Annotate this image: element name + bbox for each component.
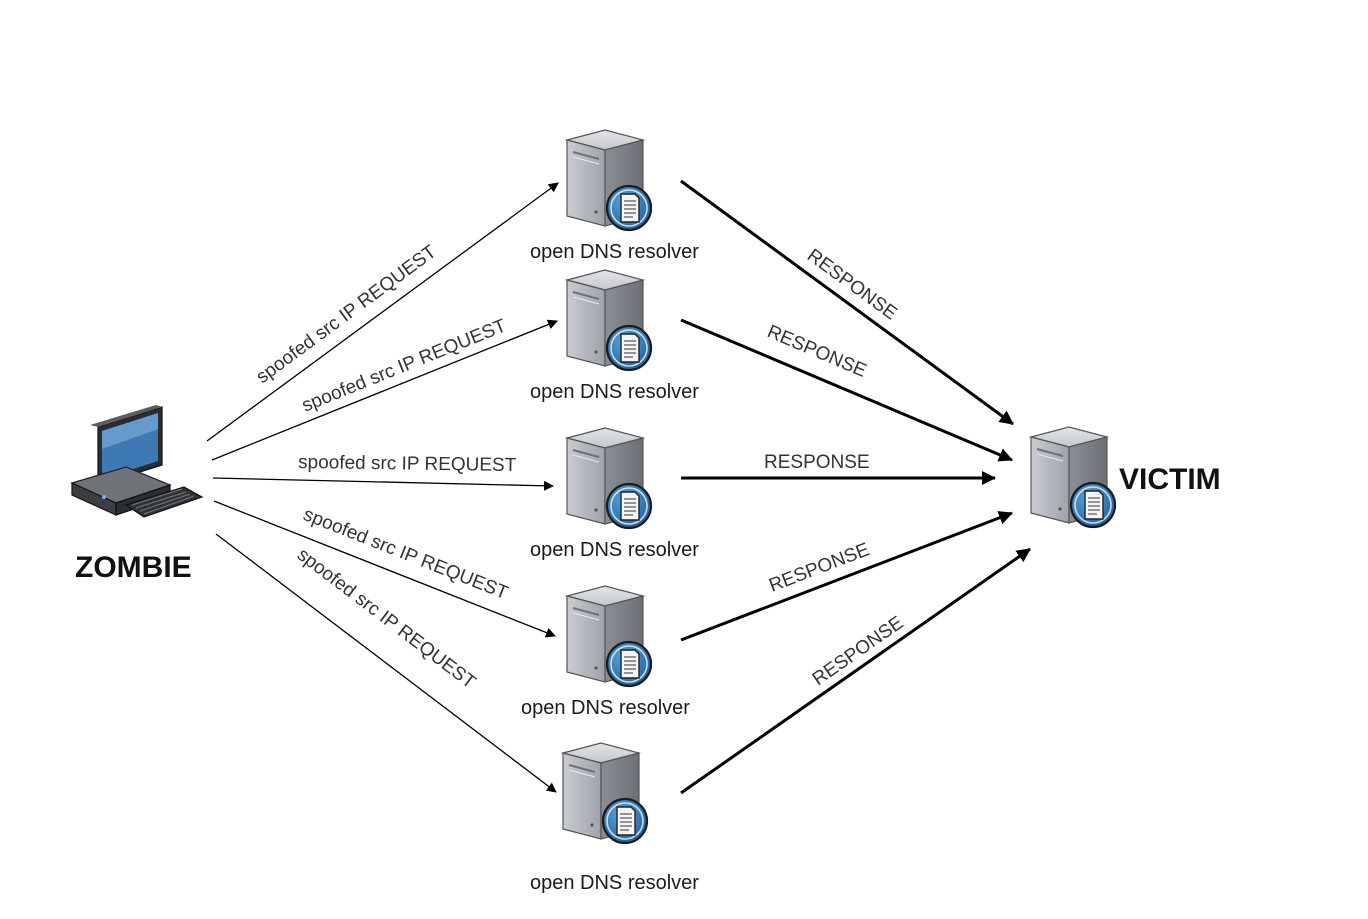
response-label: RESPONSE bbox=[803, 245, 901, 324]
response-arrow bbox=[680, 318, 1013, 462]
response-labels: RESPONSE RESPONSE RESPONSE RESPONSE RESP… bbox=[764, 245, 907, 690]
request-arrow bbox=[215, 533, 557, 793]
request-arrow bbox=[206, 182, 559, 442]
response-label: RESPONSE bbox=[764, 321, 869, 382]
zombie-node: ZOMBIE bbox=[71, 405, 203, 584]
victim-label: VICTIM bbox=[1119, 463, 1221, 496]
resolver-node: open DNS resolver bbox=[530, 268, 699, 403]
response-arrow bbox=[680, 179, 1014, 426]
response-arrow bbox=[680, 547, 1031, 795]
server-icon bbox=[565, 268, 653, 372]
resolver-label: open DNS resolver bbox=[530, 872, 699, 894]
resolver-label: open DNS resolver bbox=[521, 697, 690, 719]
request-arrow bbox=[211, 319, 558, 461]
resolver-node: open DNS resolver bbox=[530, 426, 699, 561]
response-label: RESPONSE bbox=[764, 452, 870, 473]
response-arrow bbox=[680, 511, 1013, 642]
server-icon bbox=[565, 584, 653, 688]
request-label: spoofed src IP REQUEST bbox=[298, 452, 517, 476]
server-icon bbox=[565, 128, 653, 232]
zombie-label: ZOMBIE bbox=[75, 551, 192, 584]
server-icon bbox=[565, 426, 653, 530]
resolver-node: open DNS resolver bbox=[521, 584, 690, 719]
resolver-node: open DNS resolver bbox=[530, 128, 699, 263]
server-icon bbox=[561, 741, 649, 845]
response-arrows bbox=[680, 179, 1031, 795]
resolver-label: open DNS resolver bbox=[530, 381, 699, 403]
request-labels: spoofed src IP REQUEST spoofed src IP RE… bbox=[252, 241, 516, 693]
request-arrow bbox=[213, 500, 556, 638]
resolver-label: open DNS resolver bbox=[530, 539, 699, 561]
desktop-computer-icon bbox=[71, 405, 203, 518]
response-label: RESPONSE bbox=[809, 612, 908, 690]
resolver-label: open DNS resolver bbox=[530, 241, 699, 263]
resolver-node: open DNS resolver bbox=[530, 741, 699, 894]
victim-node: VICTIM bbox=[1029, 425, 1221, 529]
server-icon bbox=[1029, 425, 1117, 529]
request-arrow bbox=[212, 477, 554, 491]
request-arrows bbox=[206, 182, 559, 793]
